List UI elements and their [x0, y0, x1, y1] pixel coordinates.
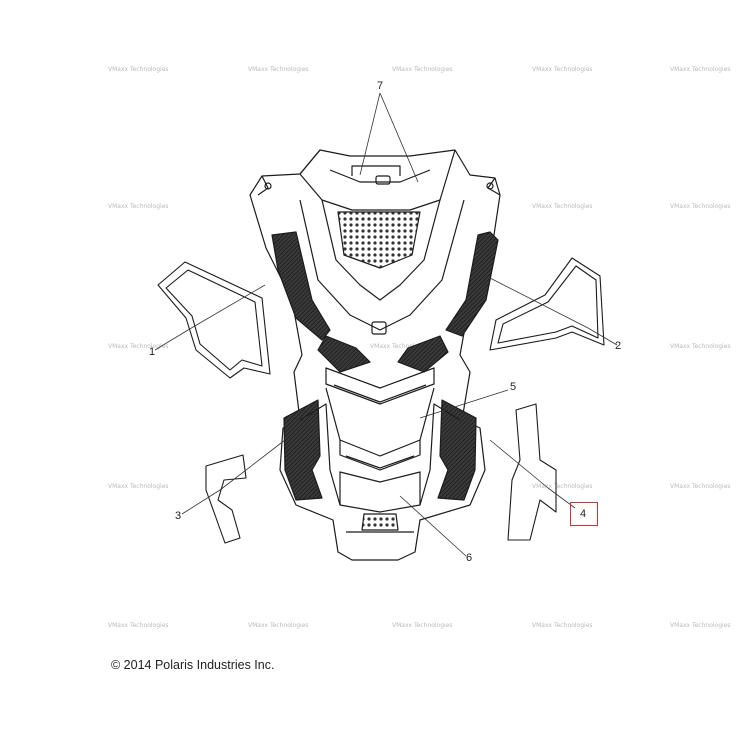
- copyright-notice: © 2014 Polaris Industries Inc.: [111, 658, 275, 672]
- watermark: VMaxx Technologies: [108, 66, 169, 73]
- watermark: VMaxx Technologies: [248, 622, 309, 629]
- callout-4: 4: [580, 508, 587, 520]
- watermark: VMaxx Technologies: [248, 66, 309, 73]
- callout-6: 6: [466, 552, 473, 564]
- watermark: VMaxx Technologies: [392, 622, 453, 629]
- watermark: VMaxx Technologies: [670, 203, 731, 210]
- watermark: VMaxx Technologies: [108, 343, 169, 350]
- decal-4-outline: [507, 403, 557, 541]
- decal-band-right: [445, 231, 499, 337]
- decal-3-outline: [205, 454, 247, 544]
- callout-7: 7: [377, 80, 384, 92]
- watermark: VMaxx Technologies: [108, 622, 169, 629]
- loose-decals: [157, 257, 605, 544]
- lower-vent: [361, 513, 399, 531]
- watermark: VMaxx Technologies: [532, 483, 593, 490]
- watermark: VMaxx Technologies: [670, 343, 731, 350]
- callout-4-highlight-box: [570, 502, 598, 526]
- watermark: VMaxx Technologies: [670, 622, 731, 629]
- hood-assembly: [249, 149, 501, 561]
- watermark: VMaxx Technologies: [532, 203, 593, 210]
- hood-outline: [249, 149, 501, 561]
- decal-center-left: [317, 335, 371, 373]
- decal-2-outline: [489, 257, 605, 351]
- decal-lower-right: [437, 399, 477, 501]
- decal-band-left: [271, 231, 331, 341]
- watermark: VMaxx Technologies: [108, 203, 169, 210]
- watermark: VMaxx Technologies: [670, 483, 731, 490]
- decal-lower-left: [283, 399, 323, 501]
- watermark: VMaxx Technologies: [670, 66, 731, 73]
- callout-5: 5: [510, 381, 517, 393]
- decal-1-outline: [157, 261, 271, 379]
- watermark: VMaxx Technologies: [532, 66, 593, 73]
- vent-grille: [337, 211, 421, 269]
- watermark: VMaxx Technologies: [532, 622, 593, 629]
- watermark: VMaxx Technologies: [392, 66, 453, 73]
- decal-center-right: [397, 335, 449, 373]
- watermark: VMaxx Technologies: [108, 483, 169, 490]
- callout-3: 3: [175, 510, 182, 522]
- callout-2: 2: [615, 340, 622, 352]
- watermark: VMaxx Technologies: [370, 343, 431, 350]
- leader-lines: [154, 92, 618, 557]
- callout-1: 1: [149, 346, 156, 358]
